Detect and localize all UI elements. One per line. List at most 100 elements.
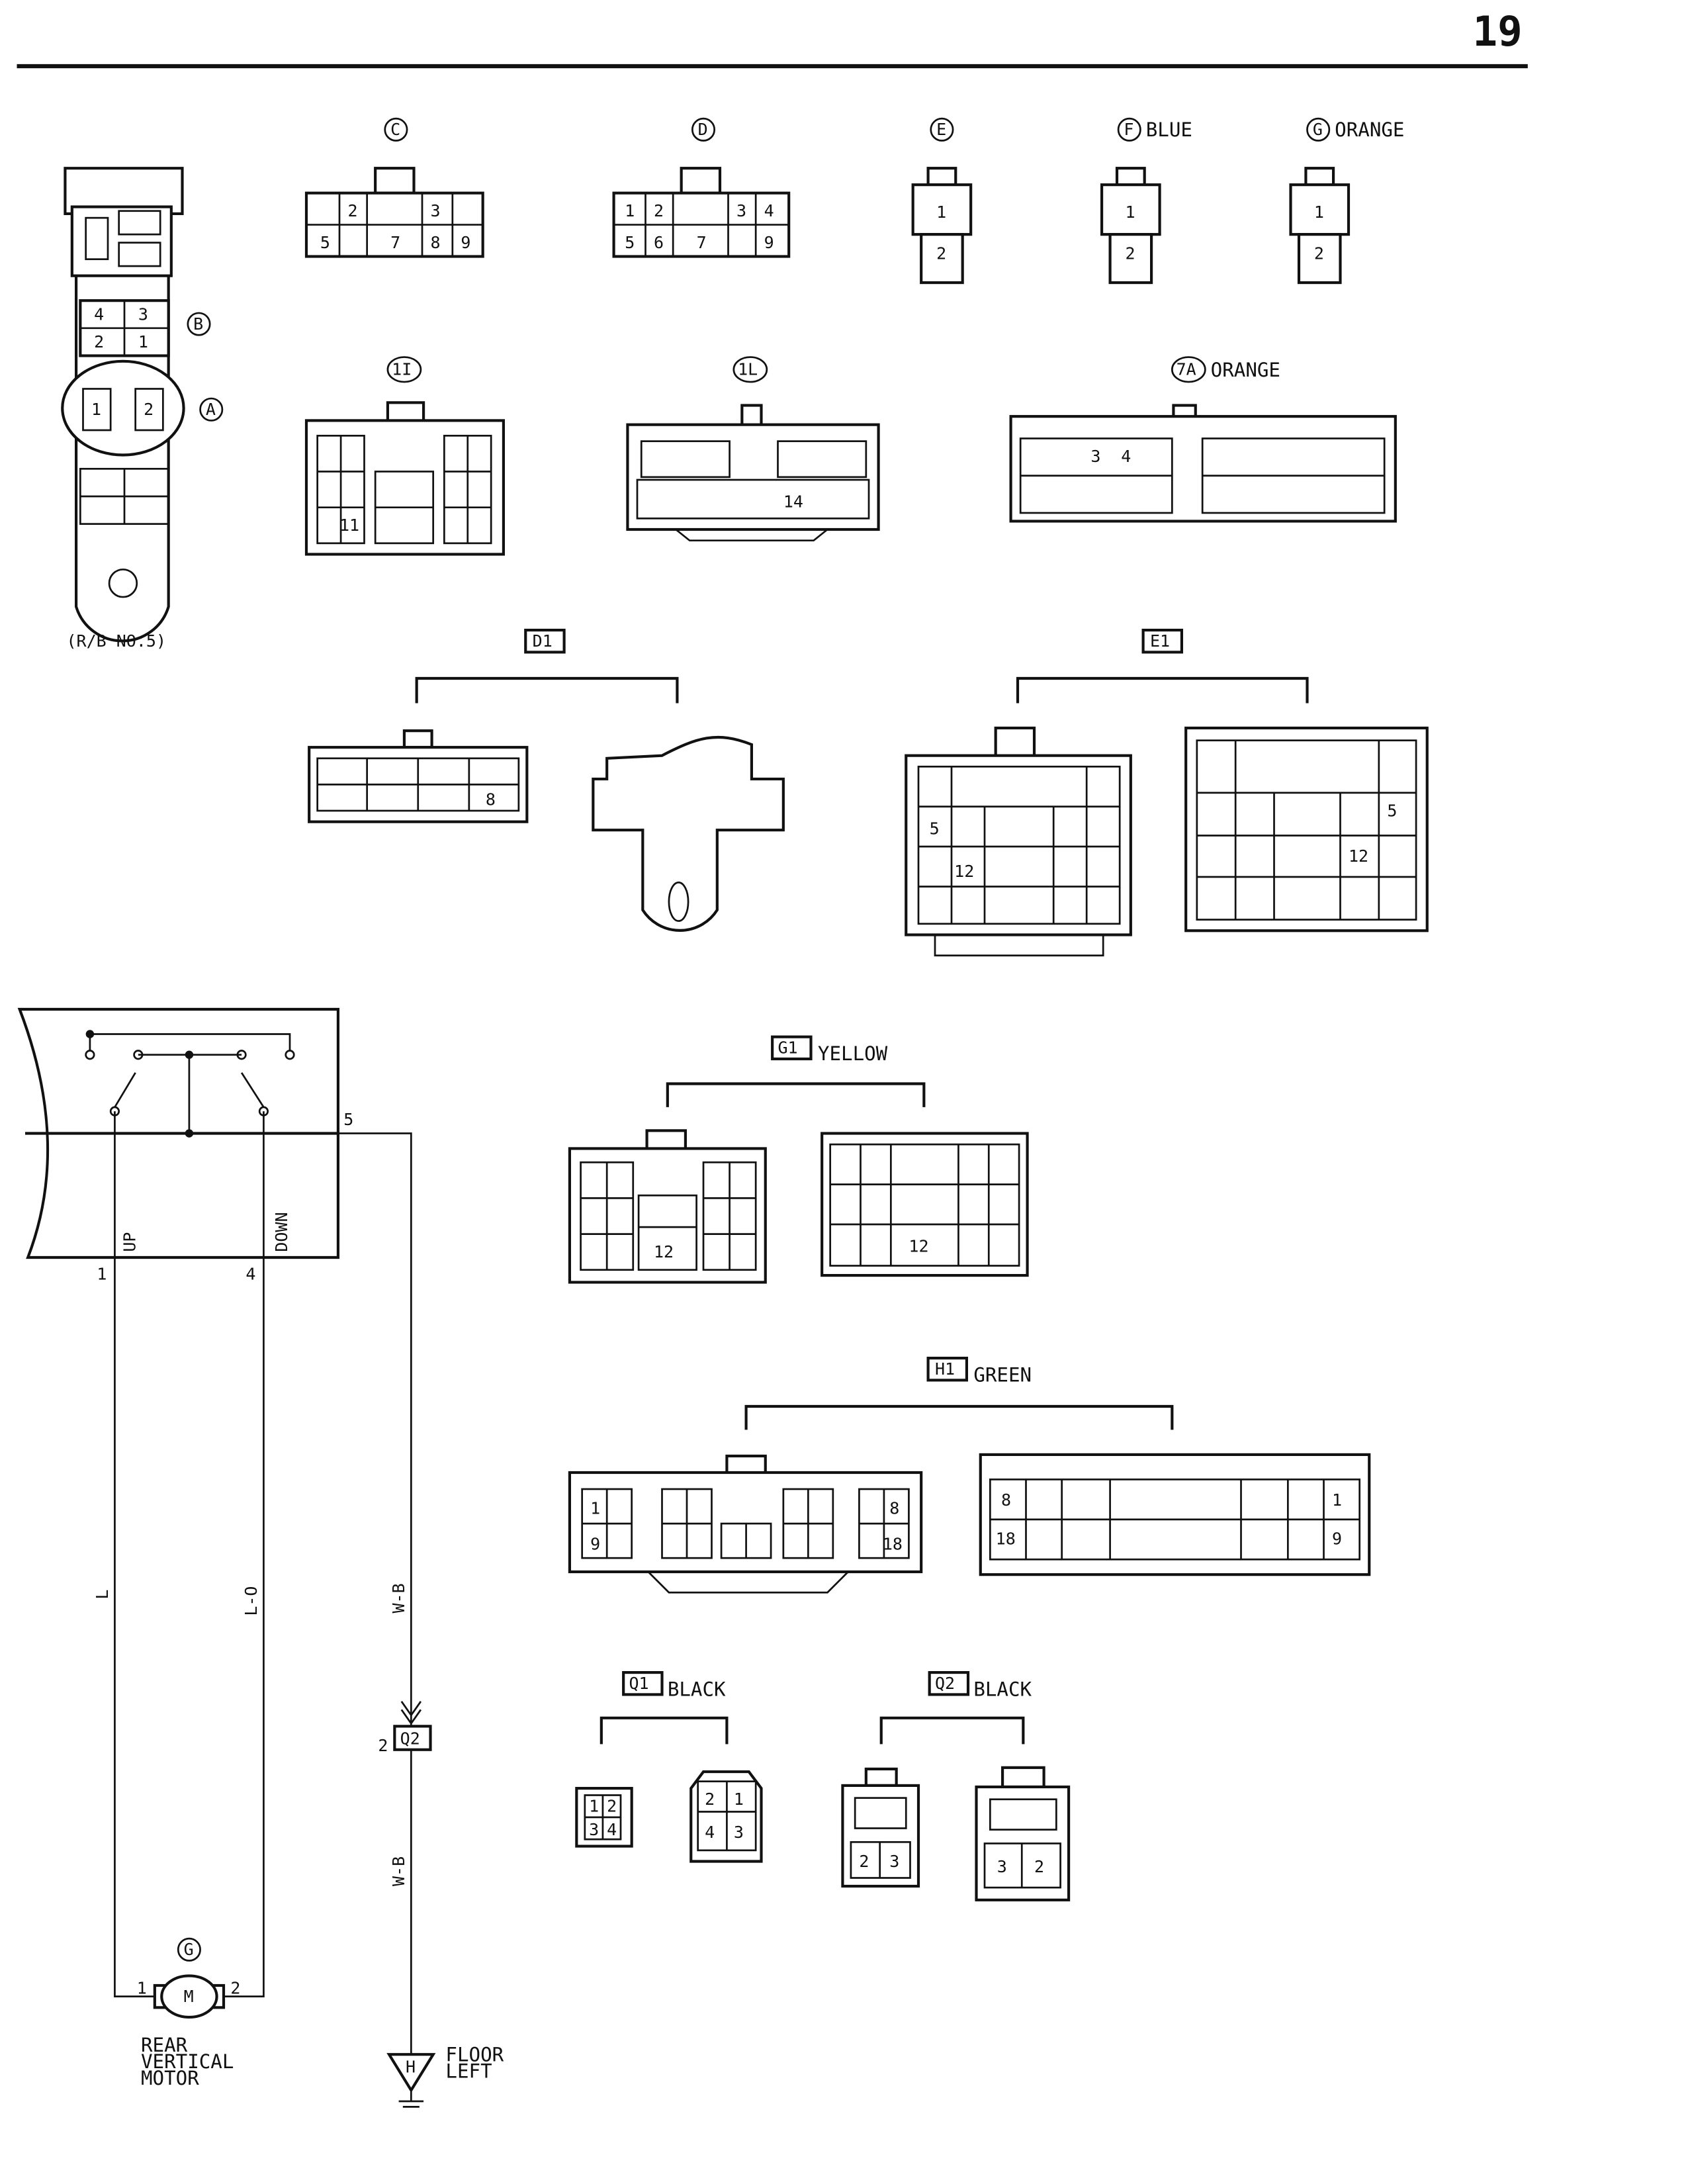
pin-label: G1 — [778, 1038, 798, 1058]
pin-label: 4 — [94, 304, 104, 324]
pin-label: 1L — [738, 360, 758, 379]
pin-label: BLUE — [1146, 118, 1192, 141]
pin-label: D1 — [533, 631, 553, 651]
pin-label: 1 — [97, 1264, 107, 1283]
pin-label: 1 — [936, 203, 946, 222]
pin-label: 3 — [734, 1823, 744, 1842]
connector-d1: D1 8 — [308, 629, 785, 932]
pin-label: 2 — [705, 1790, 715, 1809]
pin-label: 8 — [889, 1499, 899, 1518]
pin-label: 5 — [343, 1110, 353, 1129]
pin-label: 4 — [245, 1264, 255, 1283]
pin-label: 1I — [392, 360, 412, 379]
pin-label: M — [184, 1987, 194, 2006]
pin-label: 4 — [607, 1820, 617, 1839]
connector-f: 12 — [1100, 167, 1161, 285]
pin-label: 2 — [144, 400, 154, 419]
pin-label: 3 — [589, 1820, 599, 1839]
wire-w-b-2: W-B — [389, 1856, 408, 1886]
pin-label: 1 — [137, 1979, 147, 1998]
pin-label: 1 — [734, 1790, 744, 1809]
pin-label: MOTOR — [141, 2067, 199, 2089]
pin-label: 1 — [1126, 203, 1135, 222]
pin-label: BLACK — [973, 1678, 1032, 1701]
pin-label: 5 — [625, 233, 635, 252]
pin-label: 2 — [94, 332, 104, 351]
pin-label: G — [1313, 120, 1323, 139]
pin-label: 1 — [625, 201, 635, 220]
pin-label: 9 — [590, 1535, 600, 1554]
pin-label: H — [406, 2057, 416, 2076]
pin-label: 2 — [607, 1797, 617, 1816]
page-number: 19 — [1473, 7, 1523, 56]
pin-label: 3 — [997, 1857, 1007, 1876]
pin-label: 7A — [1177, 360, 1196, 379]
rb-label: (R/B NO.5) — [67, 631, 167, 651]
pin-label: B — [193, 314, 203, 334]
pin-label: 5 — [930, 819, 940, 838]
pin-label: 12 — [654, 1242, 674, 1261]
pin-label: ORANGE — [1211, 359, 1280, 381]
pin-label: A — [206, 400, 216, 419]
pin-label: F — [1124, 120, 1133, 139]
connector-h1: H1 GREEN 19 818 818 19 — [568, 1357, 1371, 1594]
pin-label: 18 — [883, 1535, 903, 1554]
pin-label: 3 — [431, 201, 441, 220]
connector-1i: 11 — [304, 401, 505, 556]
wires: L L-O W-B W-B Q2 2 — [93, 1111, 432, 2055]
pin-label: 3 — [736, 201, 746, 220]
pin-label: 7 — [390, 233, 400, 252]
pin-label: ORANGE — [1335, 118, 1404, 141]
pin-label: 14 — [783, 492, 803, 512]
pin-label: 2 — [1034, 1857, 1044, 1876]
pin-label: 1 — [1314, 203, 1324, 222]
label-connector-c: C — [384, 117, 408, 142]
power-window-switch: UP DOWN 1 4 5 — [17, 1007, 353, 1283]
pin-label: 5 — [320, 233, 330, 252]
pin-label: 8 — [431, 233, 441, 252]
pin-label: 4 — [764, 201, 774, 220]
up-label: UP — [120, 1232, 140, 1252]
pin-label: 2 — [230, 1979, 240, 1998]
pin-label: FLOOR — [445, 2044, 504, 2066]
connector-e: 12 — [911, 167, 973, 285]
label-connector-1l: 1L — [733, 356, 768, 383]
junction-q2: Q2 — [400, 1729, 420, 1748]
pin-label: 4 — [705, 1823, 715, 1842]
pin-label: GREEN — [973, 1364, 1032, 1387]
pin-label: 18 — [996, 1529, 1016, 1548]
label-connector-7a: 7A ORANGE — [1171, 356, 1280, 383]
pin-label: 2 — [936, 244, 946, 263]
pin-label: Q1 — [629, 1674, 649, 1693]
pin-label: 9 — [1332, 1529, 1342, 1548]
down-label: DOWN — [272, 1212, 291, 1251]
pin-label: 2 — [348, 201, 358, 220]
pin-label: 7 — [697, 233, 707, 252]
pin-label: LEFT — [445, 2060, 492, 2083]
ground-floor-left: H FLOOR LEFT — [386, 2044, 504, 2108]
rear-vertical-motor: G M 1 2 REAR VERTICAL MOTOR — [137, 1937, 240, 2089]
wire-l-o: L-O — [242, 1586, 261, 1616]
pin-label: REAR — [141, 2034, 188, 2056]
pin-label: 3 — [1090, 447, 1100, 466]
pin-label: E1 — [1150, 631, 1170, 651]
pin-label: Q2 — [935, 1674, 955, 1693]
pin-label: 2 — [1126, 244, 1135, 263]
pin-label: 8 — [1001, 1490, 1011, 1510]
pin-label: 2 — [1314, 244, 1324, 263]
pin-label: 3 — [889, 1852, 899, 1871]
pin-label: VERTICAL — [141, 2050, 234, 2073]
pin-label: 1 — [91, 400, 101, 419]
pin-label: 1 — [589, 1797, 599, 1816]
label-connector-g: G ORANGE — [1306, 117, 1404, 142]
label-connector-1i: 1I — [386, 356, 422, 383]
pin-label: 4 — [1121, 447, 1131, 466]
pin-label: G — [184, 1940, 194, 1959]
pin-label: C — [390, 120, 400, 139]
